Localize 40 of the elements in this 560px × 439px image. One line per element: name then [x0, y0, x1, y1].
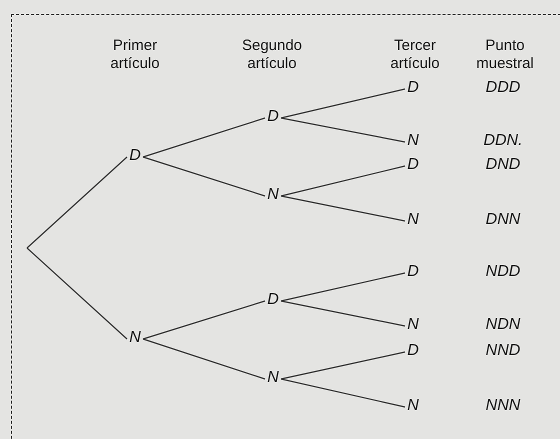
tree-branch [280, 378, 406, 408]
outcome-letter: N [265, 185, 281, 205]
tree-branch [142, 156, 266, 197]
column-header: Segundo artículo [240, 37, 304, 73]
outcome-letter: D [405, 341, 421, 361]
outcome-letter: N [405, 210, 421, 230]
tree-branch [280, 88, 406, 119]
tree-branch [280, 195, 406, 222]
outcome-letter: N [405, 131, 421, 151]
outcome-letter: N [405, 315, 421, 335]
sample-point: DNN [484, 210, 522, 230]
sample-point: NDD [484, 262, 522, 282]
outcome-letter: D [265, 290, 281, 310]
sample-point: DDN. [482, 131, 524, 151]
column-header: Primer artículo [109, 37, 161, 73]
outcome-letter: N [265, 368, 281, 388]
sample-point: NND [484, 341, 522, 361]
tree-branch [26, 156, 128, 248]
sample-point: DND [484, 155, 522, 175]
tree-branch [280, 300, 406, 327]
sample-point: NNN [484, 396, 522, 416]
column-header: Tercer artículo [389, 37, 441, 73]
tree-branch [280, 117, 406, 143]
outcome-letter: D [405, 78, 421, 98]
outcome-letter: N [127, 328, 143, 348]
tree-branch [26, 248, 128, 340]
tree-branch [142, 117, 266, 158]
column-header: Punto muestral [475, 37, 535, 73]
tree-branch [280, 272, 406, 302]
outcome-letter: D [405, 262, 421, 282]
sample-point: NDN [484, 315, 522, 335]
tree-branch [142, 338, 266, 380]
sample-point: DDD [484, 78, 522, 98]
outcome-letter: D [405, 155, 421, 175]
tree-branch [280, 351, 406, 380]
outcome-letter: N [405, 396, 421, 416]
tree-branch [280, 165, 406, 197]
tree-branch [142, 300, 266, 340]
outcome-letter: D [127, 146, 143, 166]
outcome-letter: D [265, 107, 281, 127]
